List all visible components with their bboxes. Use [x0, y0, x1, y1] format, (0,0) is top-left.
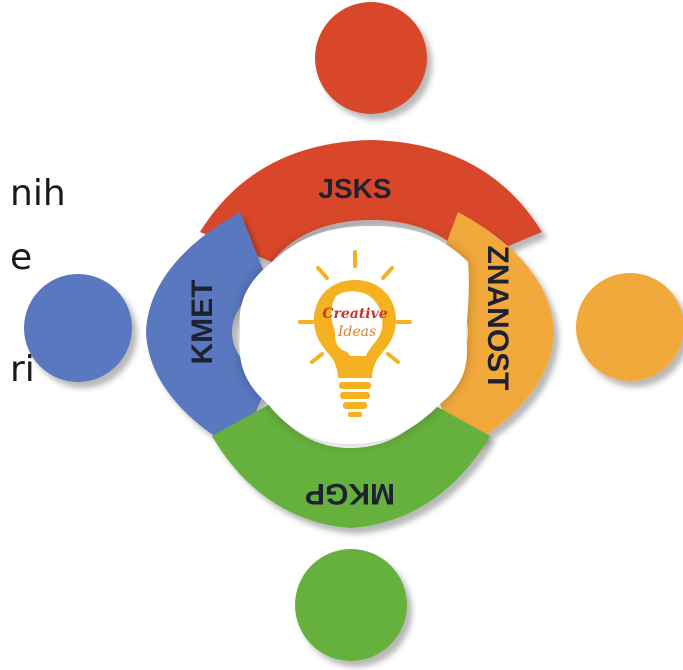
person-bottom-body — [212, 404, 490, 528]
person-top-head — [315, 2, 427, 114]
left-text-fragment-1: nih — [10, 173, 66, 214]
head-profile-icon — [331, 291, 383, 356]
label-right: ZNANOST — [481, 246, 514, 391]
logo-text-creative: Creative — [322, 306, 387, 322]
logo-text-ideas: Ideas — [337, 324, 376, 340]
bulb-base — [339, 382, 371, 417]
left-text-fragment-2: e — [10, 237, 33, 278]
person-top — [200, 2, 542, 262]
label-bottom: MKGP — [305, 477, 395, 510]
person-left-head — [24, 274, 132, 382]
person-left — [24, 212, 268, 452]
bulb-rays — [298, 250, 412, 364]
left-text-fragment-3: ri — [10, 349, 35, 390]
label-left: KMET — [186, 280, 219, 365]
person-bottom-head — [295, 549, 407, 661]
creative-ideas-logo: Creative Ideas — [298, 250, 412, 417]
person-right — [432, 212, 683, 452]
label-top: JSKS — [318, 173, 391, 204]
person-bottom — [212, 404, 490, 661]
person-left-body — [146, 212, 268, 452]
person-right-head — [576, 273, 683, 381]
